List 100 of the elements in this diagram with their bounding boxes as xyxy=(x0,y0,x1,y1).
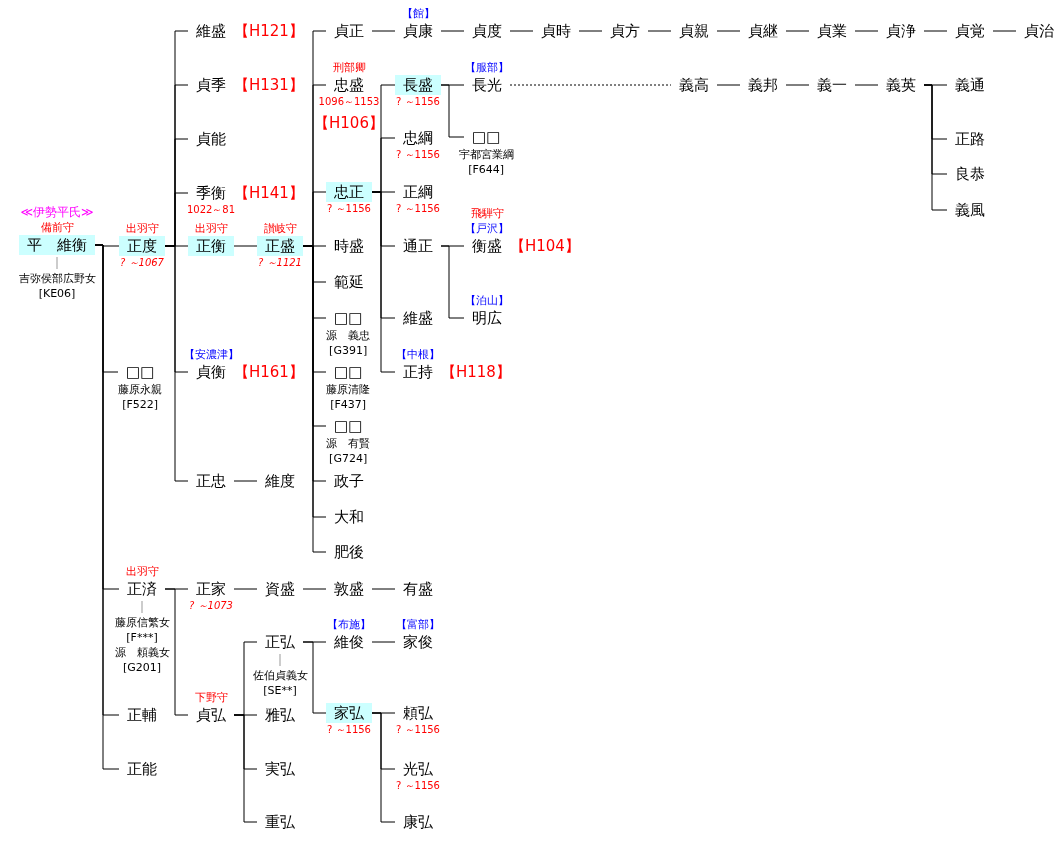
lineage-line xyxy=(440,84,465,138)
lineage-line xyxy=(785,84,810,86)
spouse-name: [SE**] xyxy=(263,683,297,698)
person-name: 貞治 xyxy=(1016,21,1062,41)
house-name: 【布施】 xyxy=(327,617,371,632)
person-name: 資盛 xyxy=(257,579,303,599)
person-name: 敦盛 xyxy=(326,579,372,599)
person-name: □□ xyxy=(464,127,509,147)
person-name: 義高 xyxy=(671,75,717,95)
office-title: 飛騨守 xyxy=(470,206,504,221)
person-name: 義通 xyxy=(947,75,993,95)
person-name: 忠綱 xyxy=(395,128,441,148)
lineage-line xyxy=(302,588,327,590)
life-dates: 1096～1153 xyxy=(318,95,380,109)
lineage-line xyxy=(647,30,672,32)
person-name: 貞衡 xyxy=(188,362,234,382)
lineage-line xyxy=(923,30,948,32)
highlighted-name: 正衡 xyxy=(188,236,234,256)
lineage-line xyxy=(716,84,741,86)
spouse-name: 源 義忠 xyxy=(326,328,371,343)
spouse-name: 藤原永親 xyxy=(118,382,163,397)
lineage-line xyxy=(509,30,534,32)
life-dates: ? ～1073 xyxy=(189,599,233,613)
person-name: 維盛 xyxy=(188,21,234,41)
spouse-name: 藤原信繁女 xyxy=(114,615,170,630)
person-name: 季衡 xyxy=(188,183,234,203)
lineage-line xyxy=(440,245,465,319)
person-name: 範延 xyxy=(326,272,372,292)
office-title: 下野守 xyxy=(194,690,228,705)
lineage-line xyxy=(854,30,879,32)
lineage-line xyxy=(440,30,465,32)
lineage-line xyxy=(233,480,258,482)
person-name: 貞業 xyxy=(809,21,855,41)
record-code: 【H121】 xyxy=(234,21,304,41)
spouse-name: 藤原清隆 xyxy=(326,382,371,397)
person-name: 義英 xyxy=(878,75,924,95)
record-code: 【H141】 xyxy=(234,183,304,203)
person-name: 貞季 xyxy=(188,75,234,95)
record-code: 【H118】 xyxy=(441,362,511,382)
person-name: 良恭 xyxy=(947,164,993,184)
person-name: 正弘 xyxy=(257,632,303,652)
lineage-line xyxy=(785,30,810,32)
spouse-name: [F***] xyxy=(126,630,158,645)
person-name: □□ xyxy=(118,362,163,382)
office-title: 刑部卿 xyxy=(332,60,366,75)
person-name: 雅弘 xyxy=(257,705,303,725)
life-dates: ? ～1156 xyxy=(327,202,371,216)
lineage-line xyxy=(854,84,879,86)
dashed-lineage-line xyxy=(509,84,672,86)
highlighted-name: 正盛 xyxy=(257,236,303,256)
person-name: 貞正 xyxy=(326,21,372,41)
spouse-name: [G391] xyxy=(329,343,368,358)
record-code: 【H131】 xyxy=(234,75,304,95)
person-name: 重弘 xyxy=(257,812,303,832)
lineage-line xyxy=(164,588,189,716)
person-name: 維盛 xyxy=(395,308,441,328)
lineage-line xyxy=(233,588,258,590)
spouse-name: [G201] xyxy=(122,660,162,675)
highlighted-name: 平 維衡 xyxy=(19,235,95,255)
lineage-line xyxy=(302,641,327,714)
lineage-line xyxy=(992,30,1017,32)
person-name: 貞浄 xyxy=(878,21,924,41)
person-name: 政子 xyxy=(326,471,372,491)
spouse-name: 佐伯貞義女 xyxy=(252,668,308,683)
lineage-line xyxy=(371,641,396,643)
spouse-name: 宇都宮業綱 xyxy=(458,147,514,162)
person-name: 貞覚 xyxy=(947,21,993,41)
life-dates: ? ～1156 xyxy=(396,202,440,216)
person-name: 家俊 xyxy=(395,632,441,652)
house-name: 【泊山】 xyxy=(465,293,509,308)
record-code: 【H106】 xyxy=(314,113,384,133)
record-code: 【H104】 xyxy=(510,236,580,256)
spouse-name: 源 頼義女 xyxy=(114,645,170,660)
lineage-line xyxy=(371,191,396,373)
life-dates: ? ～1156 xyxy=(396,95,440,109)
person-name: 明広 xyxy=(464,308,510,328)
person-name: 時盛 xyxy=(326,236,372,256)
lineage-line xyxy=(233,714,258,823)
spouse-name: 源 有賢 xyxy=(326,436,371,451)
person-name: 忠盛 xyxy=(326,75,372,95)
lineage-line xyxy=(923,84,948,211)
office-title: 出羽守 xyxy=(125,221,159,236)
spouse-name: 吉弥侯部広野女 xyxy=(18,271,96,286)
person-name: 頼弘 xyxy=(395,703,441,723)
lineage-line xyxy=(371,30,396,32)
house-name: 【富部】 xyxy=(396,617,440,632)
person-name: 康弘 xyxy=(395,812,441,832)
person-name: 貞継 xyxy=(740,21,786,41)
person-name: 正済 xyxy=(119,579,165,599)
person-name: 正輔 xyxy=(119,705,165,725)
house-name: 【戸沢】 xyxy=(465,221,509,236)
person-name: 正家 xyxy=(188,579,234,599)
office-title: 讃岐守 xyxy=(263,221,297,236)
lineage-line xyxy=(164,245,189,482)
life-dates: ? ～1156 xyxy=(396,148,440,162)
person-name: 義邦 xyxy=(740,75,786,95)
person-name: □□ xyxy=(326,362,371,382)
lineage-line xyxy=(233,245,258,247)
person-name: 長光 xyxy=(464,75,510,95)
life-dates: ? ～1067 xyxy=(120,256,164,270)
